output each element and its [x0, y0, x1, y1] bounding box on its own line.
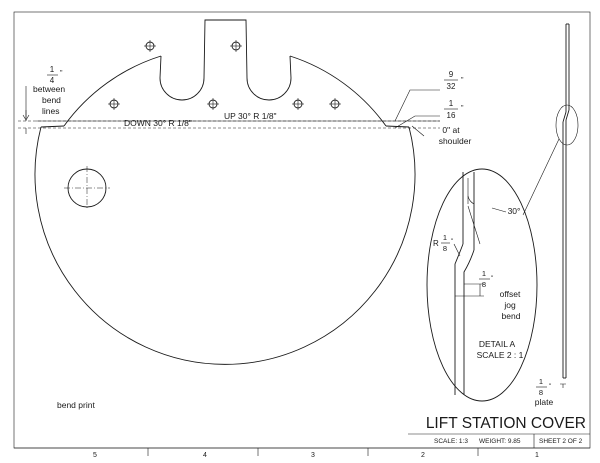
dim-1-16-unit: " [461, 105, 464, 112]
access-hole [64, 166, 110, 210]
bend-spacing-label-1: between [33, 84, 65, 94]
detail-angle-label: 30° [508, 206, 521, 216]
offset-dim-num: 1 [482, 269, 486, 278]
dim-9-32-den: 32 [447, 82, 456, 91]
detail-radius-den: 8 [443, 244, 447, 253]
hole-6 [329, 98, 341, 110]
title-weight: WEIGHT: 9.85 [479, 438, 521, 445]
detail-leader [522, 138, 560, 216]
zone-2: 2 [421, 452, 425, 459]
shoulder-note-2: shoulder [439, 136, 472, 146]
zone-numbers: 5 4 3 2 1 [93, 452, 539, 459]
right-dimensions: 9 32 " 1 16 " 0" at shoulder [394, 70, 472, 146]
title-block: LIFT STATION COVER SCALE: 1:3 WEIGHT: 9.… [408, 415, 590, 448]
detail-boundary [426, 168, 538, 402]
dim-1-16-den: 16 [447, 111, 456, 120]
detail-radius-prefix: R [433, 239, 439, 248]
detail-radius-num: 1 [443, 233, 447, 242]
zone-3: 3 [311, 452, 315, 459]
offset-note-2: jog [503, 300, 516, 310]
plate-dim-label: plate [535, 397, 554, 407]
cover-plate-outline [34, 19, 416, 365]
mounting-holes [108, 40, 341, 110]
zone-5: 5 [93, 452, 97, 459]
plate-dim-num: 1 [539, 377, 543, 386]
side-view: 1 8 " plate [522, 23, 579, 407]
shoulder-note-1: 0" at [442, 125, 460, 135]
zone-4: 4 [203, 452, 207, 459]
bend-spacing-num: 1 [50, 65, 55, 74]
bend-spacing-label-2: bend [42, 95, 61, 105]
title-scale: SCALE: 1:3 [434, 438, 468, 445]
title-sheet: SHEET 2 OF 2 [539, 438, 583, 445]
dim-9-32-num: 9 [449, 70, 454, 79]
offset-note-1: offset [500, 289, 521, 299]
detail-radius-unit: " [451, 238, 454, 245]
bend-spacing-unit: " [60, 70, 63, 77]
offset-dim-unit: " [491, 275, 494, 282]
detail-a: 30° R 1 8 " 1 8 " offset jog bend DETAIL… [426, 168, 538, 402]
hole-1 [144, 40, 156, 52]
plate-dim-den: 8 [539, 388, 543, 397]
sheet-border [13, 11, 591, 456]
detail-callout-circle [555, 104, 579, 146]
drawing-title: LIFT STATION COVER [426, 415, 586, 432]
hole-4 [207, 98, 219, 110]
bend-spacing-den: 4 [50, 76, 55, 85]
detail-scale: SCALE 2 : 1 [477, 350, 524, 360]
offset-note-3: bend [502, 311, 521, 321]
bend-lines [18, 110, 440, 134]
dim-9-32-unit: " [461, 77, 464, 84]
hole-2 [230, 40, 242, 52]
bend-up-label: UP 30° R 1/8" [224, 111, 277, 121]
bend-down-label: DOWN 30° R 1/8" [124, 118, 192, 128]
zone-1: 1 [535, 452, 539, 459]
offset-dim-den: 8 [482, 280, 486, 289]
detail-title: DETAIL A [479, 339, 516, 349]
hole-3 [108, 98, 120, 110]
bend-spacing-dimension: 1 4 " between bend lines [22, 65, 65, 121]
plate-dim-unit: " [549, 383, 552, 390]
bend-spacing-label-3: lines [42, 106, 59, 116]
bend-print-note: bend print [57, 400, 95, 410]
hole-5 [292, 98, 304, 110]
dim-1-16-num: 1 [449, 99, 454, 108]
